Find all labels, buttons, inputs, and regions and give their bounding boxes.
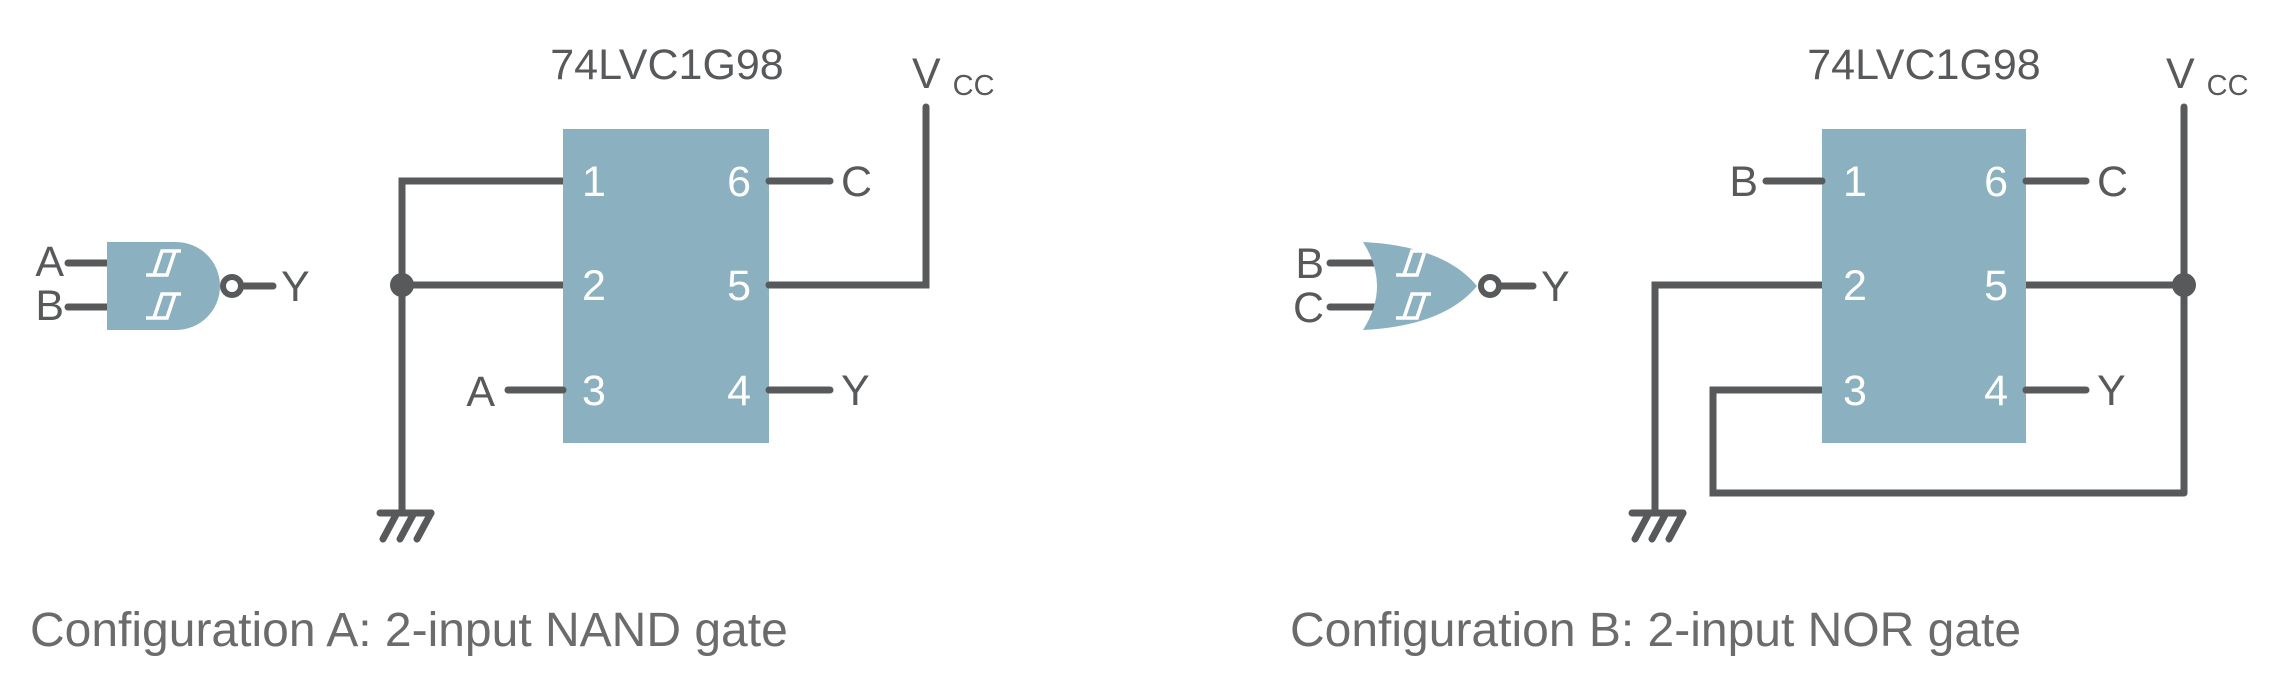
schmitt-hysteresis-icon — [1396, 292, 1431, 320]
config-b-pin3-loop-net — [1709, 386, 2184, 497]
nor-gate-body — [1363, 242, 1477, 330]
config-b-pin4-number: 4 — [1984, 367, 2008, 415]
vcc-subscript: CC — [953, 70, 995, 102]
inversion-bubble-icon — [220, 274, 244, 298]
config-a-diagram: 74LVC1G98 A B Y 1 2 3 6 5 4 — [30, 41, 995, 657]
config-a-pin2-number: 2 — [582, 262, 606, 310]
config-b-pin1-label: B — [1729, 158, 1758, 206]
config-b-pin2-ground-net — [1651, 281, 1822, 513]
config-b-ic-package — [1822, 129, 2026, 443]
vcc-base: V — [2166, 50, 2195, 98]
nand-input-a-label: A — [35, 238, 64, 286]
config-a-part-number: 74LVC1G98 — [550, 41, 783, 89]
inversion-bubble-icon — [1478, 274, 1502, 298]
config-a-pin6-number: 6 — [727, 158, 751, 206]
config-b-pin5-number: 5 — [1984, 262, 2008, 310]
ground-hatches — [1631, 509, 1687, 543]
ground-hatches — [379, 509, 435, 543]
config-a-vcc-label: V CC — [912, 50, 995, 102]
config-a-pin1-number: 1 — [582, 158, 606, 206]
ground-symbol-icon — [1628, 509, 1687, 543]
config-a-caption: Configuration A: 2-input NAND gate — [30, 604, 788, 657]
config-b-pin6-label: C — [2097, 158, 2128, 206]
nor-output-label: Y — [1541, 263, 1570, 311]
schmitt-hysteresis-icon — [146, 249, 181, 277]
vcc-base: V — [912, 50, 941, 98]
nor-input-c-label: C — [1293, 284, 1324, 332]
ground-symbol-icon — [376, 509, 435, 543]
nand-gate-body — [107, 242, 220, 330]
config-b-pin2-number: 2 — [1843, 262, 1867, 310]
config-a-pin1-pin2-ground-net — [398, 177, 563, 513]
config-a-pin5-vcc-net — [765, 103, 930, 289]
config-a-pin3-label: A — [466, 368, 495, 416]
config-b-pin6-number: 6 — [1984, 158, 2008, 206]
vcc-subscript: CC — [2207, 70, 2249, 102]
config-b-part-number: 74LVC1G98 — [1807, 41, 2040, 89]
config-a-pin6-label: C — [841, 158, 872, 206]
junction-dot-icon — [390, 273, 414, 297]
schmitt-hysteresis-icon — [1396, 249, 1431, 277]
config-b-diagram: 74LVC1G98 B C Y 1 2 3 6 5 4 — [1290, 41, 2249, 657]
config-a-ic-package — [563, 129, 769, 443]
schmitt-hysteresis-icon — [146, 292, 181, 320]
config-b-caption: Configuration B: 2-input NOR gate — [1290, 604, 2021, 657]
config-a-pin4-number: 4 — [727, 367, 751, 415]
config-b-pin3-number: 3 — [1843, 367, 1867, 415]
nand-output-label: Y — [281, 263, 310, 311]
nor-input-b-label: B — [1295, 240, 1324, 288]
config-b-pin4-label: Y — [2097, 367, 2126, 415]
config-b-pin1-number: 1 — [1843, 158, 1867, 206]
config-a-pin5-number: 5 — [727, 262, 751, 310]
config-b-vcc-label: V CC — [2166, 50, 2249, 102]
config-a-pin3-number: 3 — [582, 367, 606, 415]
config-a-pin4-label: Y — [841, 367, 870, 415]
nor-gate-icon: B C Y — [1293, 240, 1570, 332]
junction-dot-icon — [2172, 273, 2196, 297]
nand-gate-icon: A B Y — [35, 238, 310, 330]
nand-input-b-label: B — [35, 282, 64, 330]
